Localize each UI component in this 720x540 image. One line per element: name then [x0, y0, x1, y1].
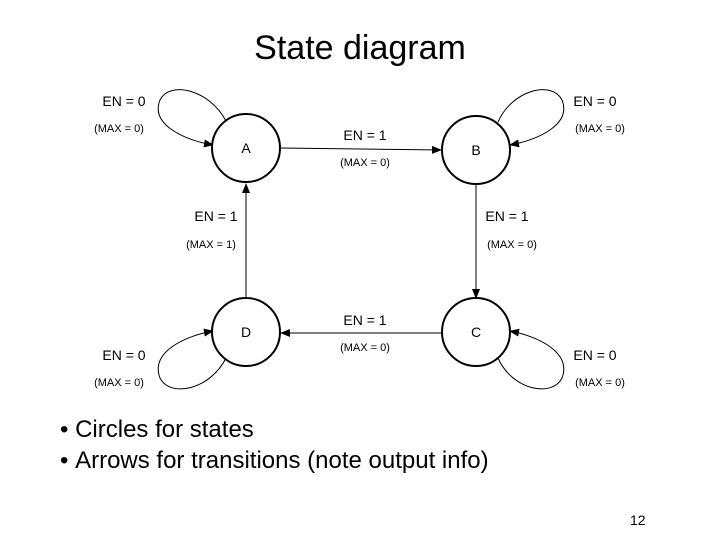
- transition-d-to-a-input-label: EN = 1: [194, 208, 237, 224]
- transition-a-to-b-input-label: EN = 1: [343, 127, 386, 143]
- self-loop-d-arrow: [157, 328, 227, 390]
- transition-d-to-a-output-label: (MAX = 1): [186, 239, 236, 251]
- transition-a-to-b-arrow: [279, 145, 442, 154]
- state-a-label: A: [241, 140, 251, 156]
- self-loop-a-output-label: (MAX = 0): [94, 123, 144, 135]
- self-loop-a-input-label: EN = 0: [102, 93, 145, 109]
- state-d-label: D: [241, 324, 251, 340]
- self-loop-c-input-label: EN = 0: [573, 347, 616, 363]
- self-loop-c-arrow: [497, 328, 565, 390]
- state-a: A: [211, 113, 281, 183]
- self-loop-b-arrow: [497, 89, 565, 148]
- self-loop-b-input-label: EN = 0: [573, 93, 616, 109]
- slide-title: State diagram: [254, 29, 466, 67]
- page-number: 12: [630, 512, 646, 528]
- self-loop-b-output-label: (MAX = 0): [575, 123, 625, 135]
- state-c-label: C: [471, 324, 481, 340]
- transition-b-to-c-output-label: (MAX = 0): [487, 239, 537, 251]
- state-d: D: [211, 297, 281, 367]
- state-c: C: [441, 297, 511, 367]
- self-loop-c-output-label: (MAX = 0): [575, 377, 625, 389]
- transition-c-to-d-input-label: EN = 1: [343, 312, 386, 328]
- transition-b-to-c-input-label: EN = 1: [485, 208, 528, 224]
- state-b: B: [441, 115, 511, 185]
- transition-a-to-b-output-label: (MAX = 0): [340, 157, 390, 169]
- transition-c-to-d-output-label: (MAX = 0): [340, 342, 390, 354]
- self-loop-a-arrow: [157, 89, 227, 148]
- state-b-label: B: [471, 142, 480, 158]
- bullet-item: Arrows for transitions (note output info…: [60, 445, 489, 476]
- self-loop-d-input-label: EN = 0: [102, 347, 145, 363]
- bullet-item: Circles for states: [60, 414, 489, 445]
- bullet-list: Circles for states Arrows for transition…: [60, 414, 489, 476]
- self-loop-d-output-label: (MAX = 0): [94, 377, 144, 389]
